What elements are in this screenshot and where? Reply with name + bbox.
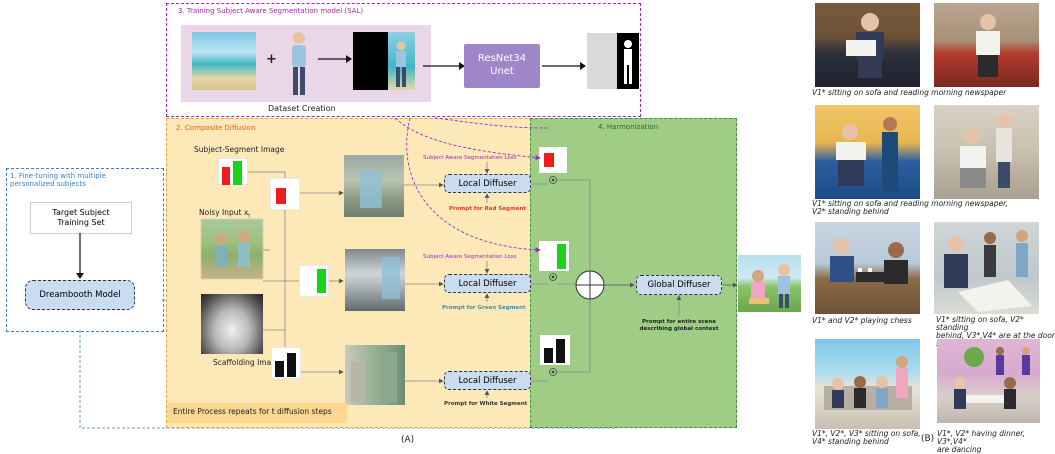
example-3b-figures — [944, 230, 1032, 312]
red-mask-preview — [539, 147, 567, 173]
local-diffuser-green: Local Diffuser — [444, 274, 531, 293]
example-2b-image — [934, 105, 1039, 199]
sal-loss-label-2: Subject Aware Segmentation Loss — [423, 254, 517, 260]
noisy-input-text: Noisy Input x — [199, 208, 249, 217]
label-a: (A) — [401, 435, 415, 445]
example-5-caption-line1: V1*, V2*, V3* sitting on sofa, — [812, 429, 921, 438]
plus-sign: + — [266, 52, 277, 67]
unet-label: Unet — [490, 66, 514, 77]
white-intermediate-figure-1 — [351, 362, 365, 402]
green-mask-card — [299, 265, 329, 297]
arrow-to-dreambooth — [76, 233, 84, 279]
example-1-caption: V1* sitting on sofa and reading morning … — [812, 88, 1007, 97]
final-output-figures — [749, 264, 790, 308]
scaffolding-label: Scaffolding Image — [213, 358, 281, 367]
noisy-input-subscript: t — [248, 213, 251, 220]
example-2-caption: V1* sitting on sofa and reading morning … — [812, 200, 1008, 216]
red-intermediate-figure — [360, 170, 382, 208]
prompt-global-line1: Prompt for entire scene — [642, 319, 716, 325]
sal-panel-title: 3. Training Subject Aware Segmentation m… — [178, 7, 364, 15]
example-2-caption-line1: V1* sitting on sofa and reading morning … — [812, 199, 1008, 208]
prompt-white-label: Prompt for White Segment — [444, 401, 528, 407]
repeat-note: Entire Process repeats for t diffusion s… — [167, 403, 347, 423]
harmonization-title: 4. Harmonization — [598, 123, 659, 131]
example-2-caption-line2: V2* standing behind — [812, 207, 889, 216]
global-diffuser: Global Diffuser — [636, 275, 722, 295]
beach-background-image — [192, 32, 256, 90]
finetune-title: 1. Fine-tuning with multiple personalize… — [10, 172, 106, 188]
prompt-global-label: Prompt for entire scene describing globa… — [630, 319, 728, 333]
dataset-creation-label: Dataset Creation — [268, 104, 336, 113]
finetune-title-line1: 1. Fine-tuning with multiple — [10, 172, 106, 180]
white-mask-card — [271, 347, 301, 379]
arrow-to-mask — [542, 62, 586, 70]
green-intermediate-figure — [382, 257, 400, 299]
example-4-caption-line1: V1* sitting on sofa, V2* standing — [936, 315, 1024, 332]
prompt-red-label: Prompt for Red Segment — [449, 206, 526, 212]
example-2b-figures — [960, 113, 1012, 188]
target-label-line1: Target Subject — [52, 208, 110, 217]
green-mask-preview — [539, 241, 569, 271]
scaffolding-image — [201, 294, 263, 354]
example-1a-figure — [846, 13, 884, 78]
example-6-caption-line2: are dancing — [937, 445, 982, 454]
local-diffuser-red: Local Diffuser — [444, 174, 531, 193]
prompt-green-label: Prompt for Green Segment — [442, 305, 526, 311]
example-5a-figures — [824, 356, 912, 410]
dreambooth-model-block: Dreambooth Model — [25, 280, 135, 310]
target-subject-training-set: Target Subject Training Set — [30, 202, 132, 234]
example-1b-figure — [976, 14, 1000, 77]
example-2a-figures — [836, 117, 898, 192]
mask-person-silhouette — [624, 40, 632, 84]
example-6-caption-line1: V1*, V2* having dinner, V3*,V4* — [937, 429, 1025, 446]
red-mask-card — [270, 178, 300, 210]
example-6-caption: V1*, V2* having dinner, V3*,V4* are danc… — [937, 430, 1055, 454]
local-diffuser-white: Local Diffuser — [444, 371, 531, 390]
finetune-title-line2: personalized subjects — [10, 180, 86, 188]
example-3a-figures — [830, 238, 908, 284]
noisy-input-label: Noisy Input xt — [199, 208, 250, 220]
final-output-image — [738, 255, 801, 312]
arrow-to-resnet — [423, 62, 465, 70]
subject-person-image — [292, 32, 306, 95]
resnet-label: ResNet34 — [477, 53, 527, 64]
subject-segment-image — [218, 158, 248, 185]
composite-diffusion-title: 2. Composite Diffusion — [176, 124, 256, 132]
example-5-caption-line2: V4* standing behind — [812, 437, 889, 446]
example-3-caption: V1* and V2* playing chess — [812, 316, 912, 325]
arrow-dataset — [318, 55, 352, 63]
resnet-unet-block: ResNet34 Unet — [464, 44, 540, 88]
sal-loss-label-1: Subject Aware Segmentation Loss — [423, 155, 517, 161]
example-6a-figures — [954, 347, 1030, 409]
example-2a-image — [815, 105, 920, 199]
example-5-caption: V1*, V2*, V3* sitting on sofa, V4* stand… — [812, 430, 921, 446]
noisy-input-image — [201, 219, 263, 279]
white-intermediate-figure-2 — [381, 352, 397, 402]
composed-person-icon — [396, 41, 406, 87]
subject-segment-label: Subject-Segment Image — [194, 145, 285, 154]
white-mask-preview — [540, 335, 570, 365]
noisy-input-figures — [215, 231, 250, 267]
prompt-global-line2: describing global context — [639, 326, 719, 332]
label-b: (B) — [921, 434, 935, 444]
target-label-line2: Training Set — [57, 218, 105, 227]
